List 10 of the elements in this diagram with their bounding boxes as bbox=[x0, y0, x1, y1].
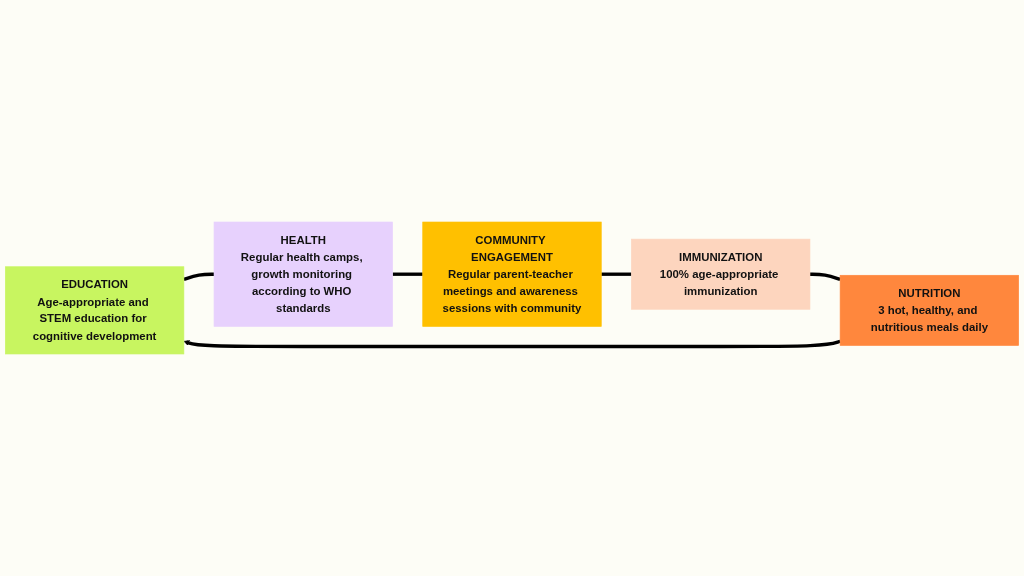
connector bbox=[392, 272, 423, 276]
node-box: IMMUNIZATION 100% age-appropriate immunization bbox=[631, 238, 811, 310]
connector bbox=[183, 272, 215, 281]
node-box: EDUCATION Age-appropriate and STEM education for cognitive development bbox=[5, 266, 185, 355]
node-box: NUTRITION 3 hot, healthy, and nutritious meals daily bbox=[839, 274, 1019, 346]
connector bbox=[809, 272, 841, 281]
node-box: COMMUNITY ENGAGEMENT Regular parent-teacher meetings and awareness sessions with community bbox=[422, 221, 602, 327]
arrow bbox=[183, 339, 841, 349]
node-box: HEALTH Regular health camps, growth monitoring according to WHO standards bbox=[213, 221, 393, 327]
connector bbox=[601, 272, 632, 276]
